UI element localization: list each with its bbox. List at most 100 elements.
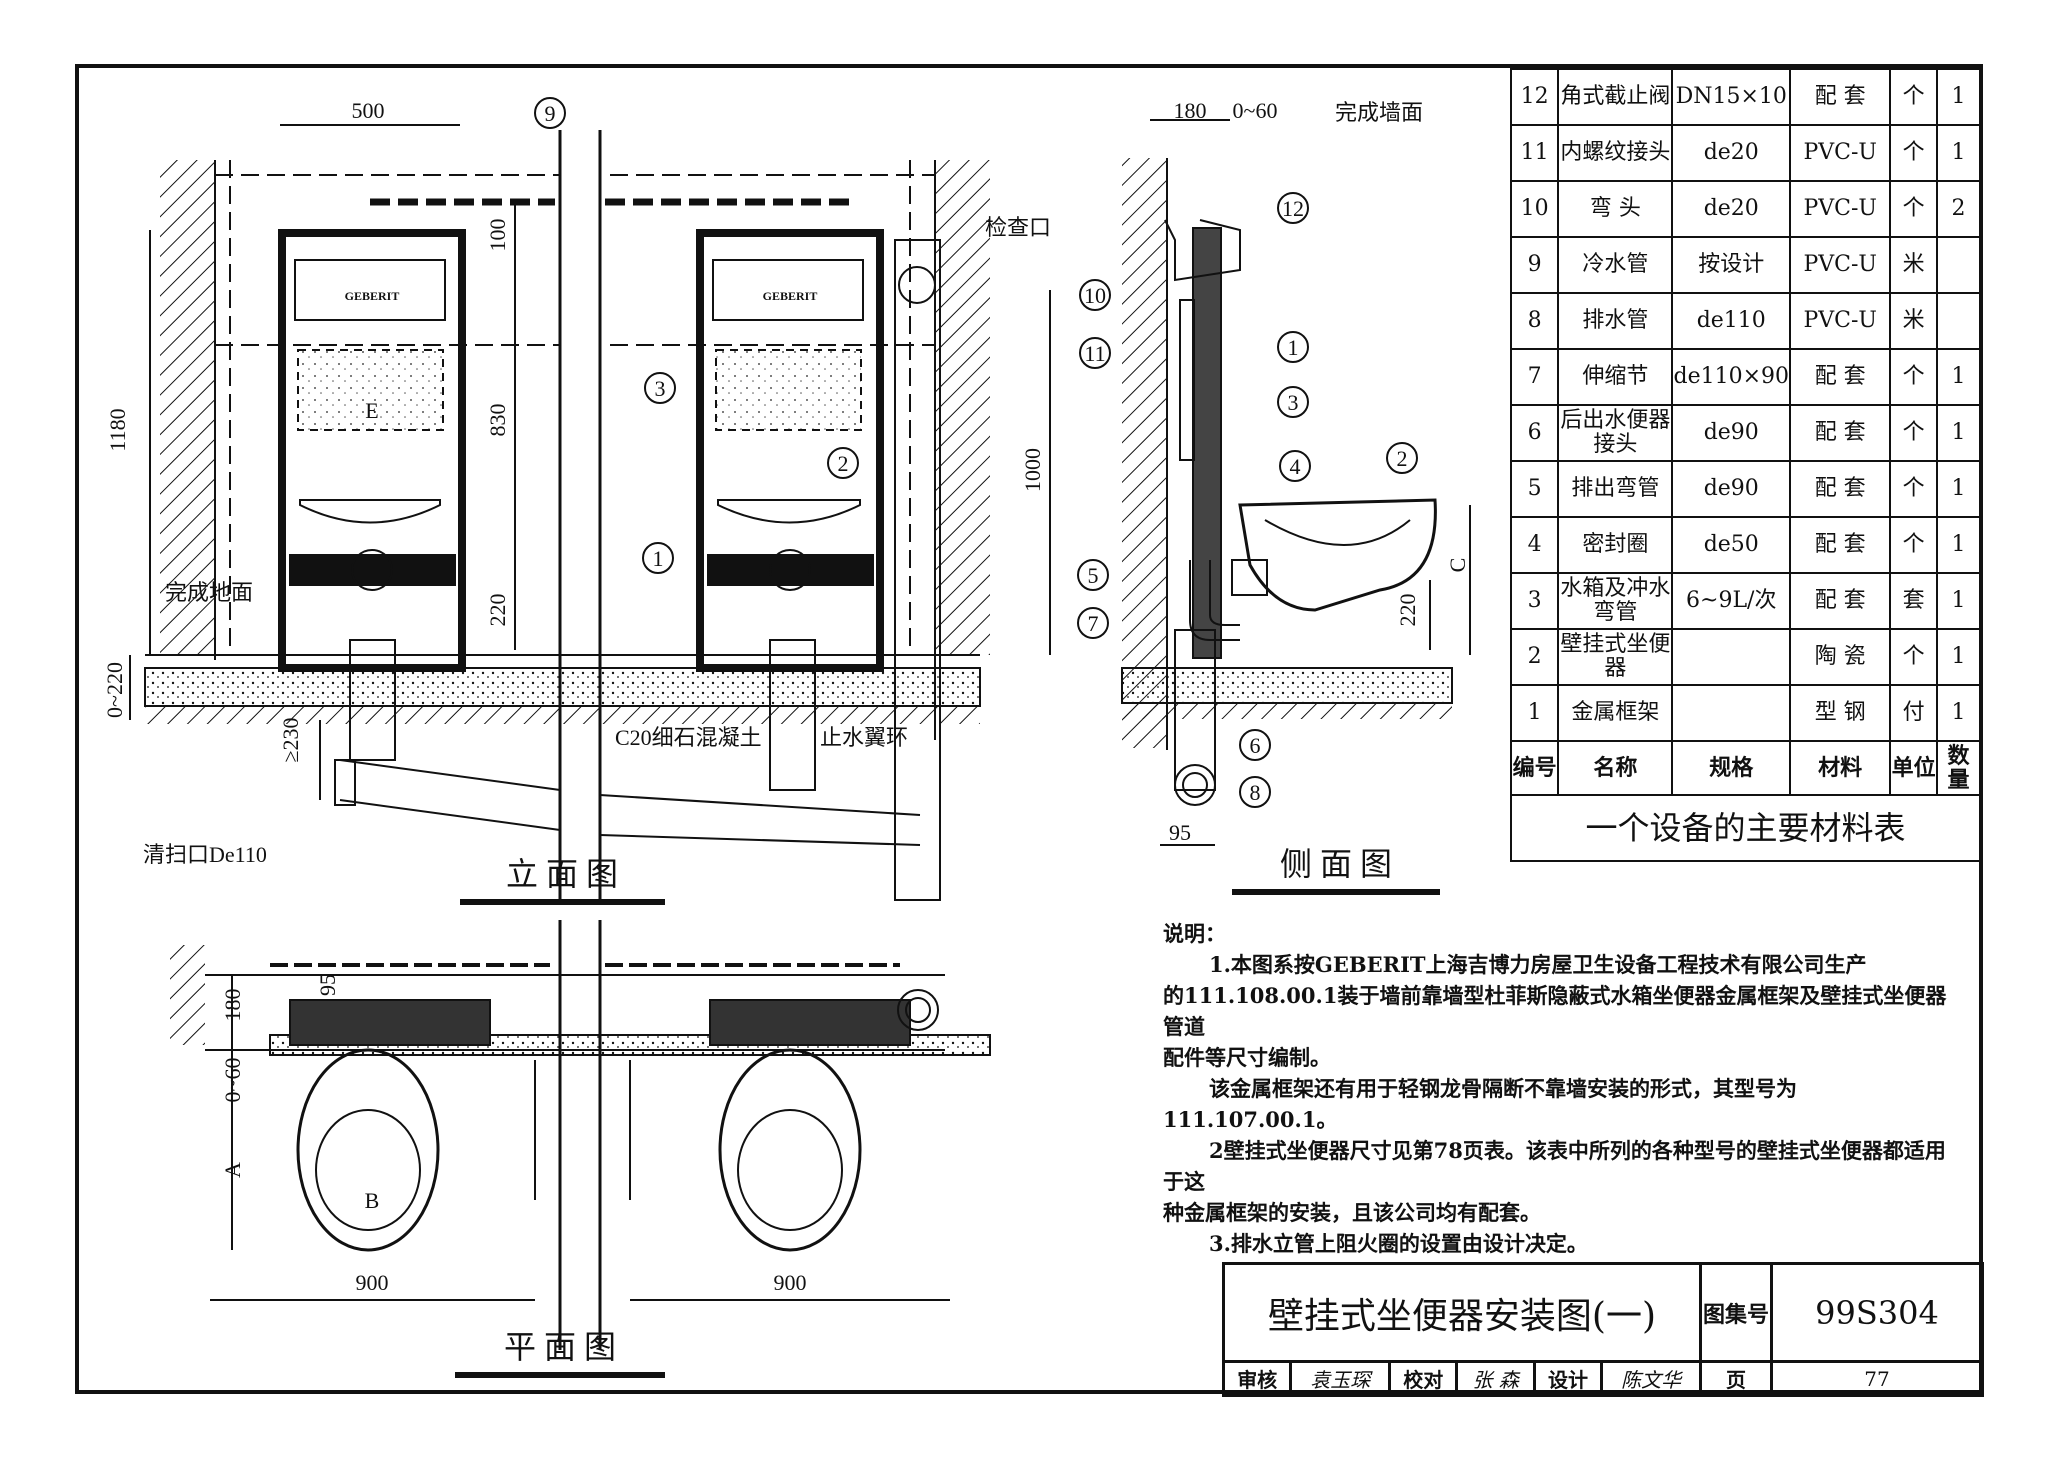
- brand-right: GEBERIT: [763, 289, 818, 303]
- material-unit: 个: [1889, 516, 1938, 574]
- note-2a: 2壁挂式坐便器尺寸见第78页表。该表中所列的各种型号的壁挂式坐便器都适用于这: [1163, 1138, 1946, 1194]
- material-unit: 套: [1889, 572, 1938, 630]
- material-spec: de90: [1671, 460, 1792, 518]
- material-unit: 个: [1889, 460, 1938, 518]
- material-header-qty: 数量: [1935, 740, 1982, 796]
- material-unit: 个: [1889, 124, 1938, 182]
- material-unit: 个: [1889, 628, 1938, 686]
- balloon-2a: 2: [838, 451, 849, 476]
- material-material: PVC-U: [1789, 292, 1892, 350]
- page-number: 77: [1769, 1360, 1985, 1397]
- material-material: 配 套: [1789, 68, 1892, 126]
- material-spec: 6~9L/次: [1671, 572, 1792, 630]
- note-3: 3.排水立管上阻火圈的设置由设计决定。: [1209, 1231, 1588, 1256]
- label-inspection-port: 检查口: [985, 215, 1051, 240]
- dim-0-60-plan: 0~60: [220, 1058, 245, 1103]
- material-material: PVC-U: [1789, 236, 1892, 294]
- view-titles: 立 面 图 侧 面 图 平 面 图: [504, 846, 1392, 1365]
- material-material: PVC-U: [1789, 180, 1892, 238]
- side-view: [1121, 119, 1471, 846]
- material-no: 3: [1509, 572, 1560, 630]
- material-material: 配 套: [1789, 460, 1892, 518]
- material-no: 9: [1509, 236, 1560, 294]
- dim-180-side: 180: [1174, 98, 1207, 123]
- material-no: 6: [1509, 404, 1560, 462]
- material-name: 壁挂式坐便器: [1557, 628, 1674, 686]
- dim-180-plan: 180: [220, 989, 245, 1022]
- material-header-no: 编号: [1509, 740, 1560, 796]
- material-name: 角式截止阀: [1557, 68, 1674, 126]
- material-no: 8: [1509, 292, 1560, 350]
- note-1c: 配件等尺寸编制。: [1163, 1045, 1331, 1070]
- material-no: 10: [1509, 180, 1560, 238]
- check-signature: 张 森: [1455, 1360, 1536, 1397]
- material-no: 1: [1509, 684, 1560, 742]
- material-qty: 1: [1935, 124, 1982, 182]
- dim-95-side: 95: [1169, 820, 1191, 845]
- material-material: 陶 瓷: [1789, 628, 1892, 686]
- balloon-1b: 1: [1288, 335, 1299, 360]
- dim-1000: 1000: [1020, 448, 1045, 492]
- material-qty: 1: [1935, 572, 1982, 630]
- dim-1180: 1180: [105, 408, 130, 451]
- material-material: 配 套: [1789, 348, 1892, 406]
- dim-900-right: 900: [774, 1270, 807, 1295]
- side-title: 侧 面 图: [1280, 846, 1392, 882]
- dim-b: B: [365, 1188, 380, 1213]
- plan-view: [170, 920, 991, 1350]
- tank-e: E: [365, 398, 378, 423]
- note-1a: 1.本图系按GEBERIT上海吉博力房屋卫生设备工程技术有限公司生产: [1209, 952, 1867, 977]
- dim-900-left: 900: [356, 1270, 389, 1295]
- note-2b: 种金属框架的安装，且该公司均有配套。: [1163, 1200, 1541, 1225]
- notes-heading: 说明：: [1163, 921, 1226, 946]
- material-name: 内螺纹接头: [1557, 124, 1674, 182]
- material-spec: de20: [1671, 124, 1792, 182]
- material-spec: 按设计: [1671, 236, 1792, 294]
- material-header-material: 材料: [1789, 740, 1892, 796]
- balloon-1a: 1: [653, 546, 664, 571]
- material-name: 密封圈: [1557, 516, 1674, 574]
- dim-220-elev: 220: [485, 594, 510, 627]
- label-finished-wall: 完成墙面: [1335, 100, 1423, 125]
- material-no: 7: [1509, 348, 1560, 406]
- balloon-10: 10: [1084, 283, 1106, 308]
- material-spec: [1671, 684, 1792, 742]
- drawing-title: 壁挂式坐便器安装图(一): [1222, 1262, 1702, 1363]
- material-no: 5: [1509, 460, 1560, 518]
- material-qty: 1: [1935, 68, 1982, 126]
- material-qty: 1: [1935, 628, 1982, 686]
- note-1b: 的111.108.00.1装于墙前靠墙型杜菲斯隐蔽式水箱坐便器金属框架及壁挂式坐…: [1163, 983, 1947, 1039]
- atlas-label: 图集号: [1698, 1262, 1773, 1363]
- balloon-9: 9: [545, 101, 556, 126]
- label-cleanout: 清扫口De110: [143, 842, 267, 867]
- dim-230: ≥230: [278, 717, 303, 762]
- material-no: 11: [1509, 124, 1560, 182]
- dim-95-plan: 95: [315, 974, 340, 996]
- drawing-labels: 500 1180 100 830 220 0~220 ≥230 1000 E G…: [102, 98, 1470, 1295]
- brand-left: GEBERIT: [345, 289, 400, 303]
- material-material: 配 套: [1789, 572, 1892, 630]
- balloon-4: 4: [1290, 454, 1301, 479]
- material-qty: 2: [1935, 180, 1982, 238]
- material-unit: 个: [1889, 68, 1938, 126]
- balloon-5: 5: [1088, 563, 1099, 588]
- review-signature: 袁玉琛: [1289, 1360, 1392, 1397]
- materials-caption: 一个设备的主要材料表: [1510, 794, 1981, 862]
- design-label: 设计: [1532, 1360, 1604, 1397]
- dim-a: A: [220, 1162, 245, 1178]
- material-header-spec: 规格: [1671, 740, 1792, 796]
- material-no: 2: [1509, 628, 1560, 686]
- material-spec: de110: [1671, 292, 1792, 350]
- material-qty: 1: [1935, 684, 1982, 742]
- material-name: 伸缩节: [1557, 348, 1674, 406]
- dim-500: 500: [352, 98, 385, 123]
